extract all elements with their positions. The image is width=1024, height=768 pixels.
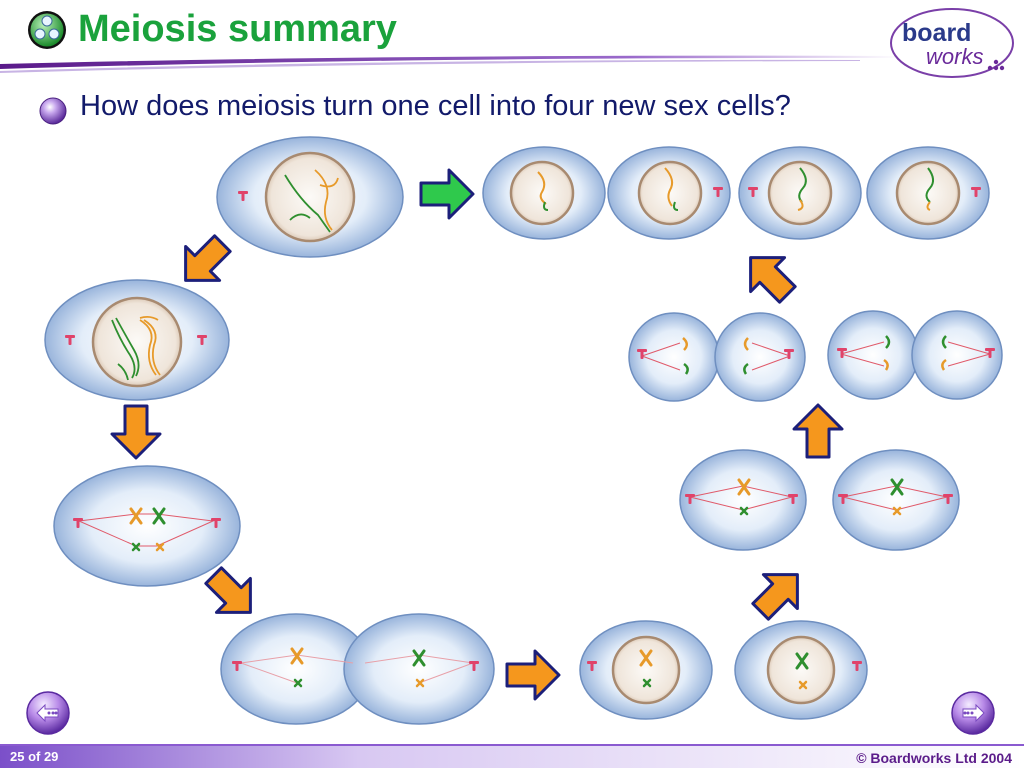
question-text: How does meiosis turn one cell into four… (80, 90, 791, 122)
daughter-cell-1 (482, 146, 606, 240)
logo-text-bottom: works (926, 44, 983, 69)
page-title: Meiosis summary (78, 8, 397, 50)
slide-counter: 25 of 29 (10, 749, 59, 764)
daughter-cell-4 (866, 146, 990, 240)
cell-prophase (44, 279, 230, 401)
cell-metaphase-2b (832, 449, 960, 551)
purple-bullet-icon (39, 97, 67, 125)
orange-arrow-5 (742, 556, 816, 630)
title-underline (0, 55, 900, 73)
orange-arrow-2 (110, 404, 162, 460)
cell-metaphase-1 (53, 465, 241, 587)
next-arrow-icon[interactable] (950, 690, 996, 736)
copyright-text: © Boardworks Ltd 2004 (856, 750, 1012, 766)
boardworks-logo: board works (888, 6, 1016, 80)
orange-arrow-6 (792, 403, 844, 459)
back-arrow-icon[interactable] (25, 690, 71, 736)
cell-second-division-a (579, 620, 713, 720)
daughter-cell-2 (607, 146, 731, 240)
cell-anaphase-2a (628, 312, 806, 402)
cell-anaphase-2b (827, 310, 1003, 400)
daughter-cell-3 (738, 146, 862, 240)
meiosis-diagram (44, 136, 1003, 725)
cell-metaphase-2a (679, 449, 807, 551)
cell-telophase-1 (220, 613, 495, 725)
footer-bar (0, 744, 1024, 768)
cell-second-division-b (734, 620, 868, 720)
green-arrow (419, 168, 475, 220)
orange-arrow-7 (732, 239, 806, 313)
cells-icon (28, 11, 66, 49)
orange-arrow-4 (505, 649, 561, 701)
cell-interphase (216, 136, 404, 258)
logo-text-top: board (902, 19, 971, 47)
